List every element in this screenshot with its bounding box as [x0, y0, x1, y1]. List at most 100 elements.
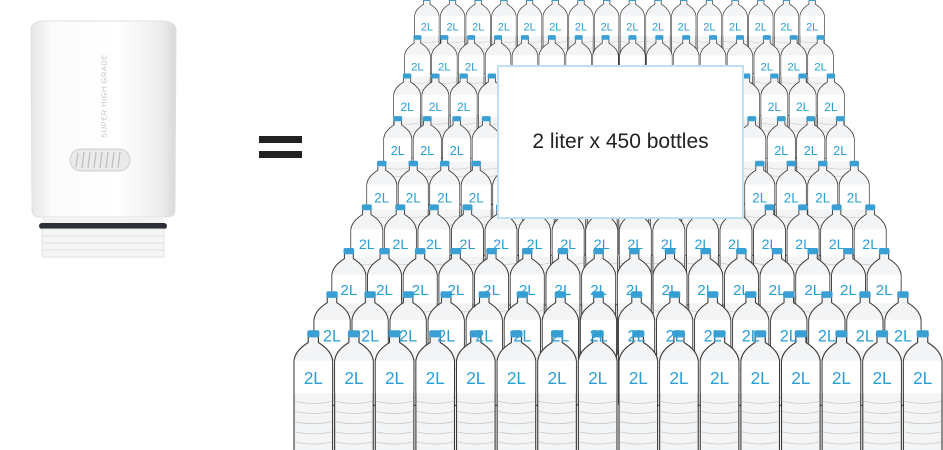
- bottle-label: [543, 15, 568, 37]
- bottle-cap: [628, 247, 640, 255]
- bottle-label-text: 2L: [814, 62, 827, 74]
- bottle-label-text: 2L: [652, 21, 664, 33]
- bottle-label: [594, 15, 619, 37]
- bottle-cap: [745, 291, 757, 298]
- bottle-cap: [550, 330, 564, 338]
- bottle-cap: [431, 73, 440, 79]
- bottle-label: [394, 94, 421, 118]
- bottle-label-text: 2L: [824, 100, 838, 114]
- water-filter-cartridge: SUPER HIGH GRADE: [28, 18, 183, 263]
- bottle-label-text: 2L: [524, 21, 536, 33]
- bottle-cap: [843, 247, 854, 255]
- bottle-label: [620, 15, 645, 37]
- bottle-label-text: 2L: [385, 368, 405, 388]
- bottle-cap: [402, 291, 414, 298]
- bottle-label: [405, 55, 430, 77]
- bottle-label: [903, 360, 942, 394]
- bottle-label-text: 2L: [856, 328, 874, 346]
- bottle-cap: [831, 204, 842, 211]
- bottle-label-text: 2L: [601, 21, 613, 33]
- bottle-label-text: 2L: [304, 368, 324, 388]
- bottle-cap: [554, 291, 567, 298]
- bottle-cap: [875, 330, 889, 338]
- bottle-label-text: 2L: [475, 328, 493, 346]
- bottle-cap: [835, 330, 848, 338]
- water-bottle: [458, 35, 485, 117]
- bottle-label: [517, 15, 542, 37]
- bottle-label-text: 2L: [847, 191, 862, 206]
- bottle-label-text: 2L: [323, 328, 341, 346]
- bottle-label-text: 2L: [400, 100, 414, 114]
- bottle-label: [472, 138, 500, 162]
- bottle-cap: [798, 73, 807, 79]
- bottle-label-text: 2L: [628, 328, 646, 346]
- bottle-cap: [818, 160, 828, 167]
- bottle-cap: [422, 116, 432, 122]
- bottle-label-text: 2L: [446, 21, 458, 33]
- bottle-label: [440, 15, 465, 37]
- bottle-label-text: 2L: [796, 100, 810, 114]
- bottle-label: [497, 360, 536, 394]
- bottle-label: [450, 94, 477, 118]
- bottle-label: [335, 360, 373, 394]
- bottle-label-text: 2L: [733, 282, 750, 299]
- bottle-label: [569, 15, 593, 37]
- bottle-label-text: 2L: [437, 328, 455, 346]
- bottle-label: [367, 184, 397, 210]
- bottle-label-text: 2L: [589, 328, 607, 346]
- bottle-label-text: 2L: [626, 282, 643, 299]
- bottle-label: [697, 15, 722, 37]
- bottle-cap: [756, 0, 765, 1]
- bottle-label-text: 2L: [420, 144, 434, 158]
- bottle-cap: [364, 291, 376, 298]
- bottle-cap: [762, 35, 771, 40]
- bottle-label: [458, 55, 484, 77]
- bottle-label-text: 2L: [751, 368, 771, 388]
- bottle-label-text: 2L: [465, 62, 478, 74]
- bottle-label-text: 2L: [429, 100, 443, 114]
- bottle-label-text: 2L: [437, 191, 452, 206]
- water-bottle: [293, 330, 334, 450]
- callout-text: 2 liter x 450 bottles: [532, 130, 709, 153]
- bottle-cap: [664, 247, 676, 255]
- bottle-label: [422, 94, 449, 118]
- bottle-label: [808, 55, 833, 77]
- bottle-cap: [741, 73, 751, 79]
- bottle-cap: [713, 330, 726, 338]
- bottle-label-text: 2L: [513, 328, 531, 346]
- bottle-label-text: 2L: [507, 368, 527, 388]
- bottle-cap: [459, 73, 468, 79]
- bottle-label-text: 2L: [913, 368, 933, 388]
- bottle-label: [416, 360, 454, 394]
- bottle-cap: [347, 330, 361, 338]
- bottle-label: [797, 138, 825, 162]
- bottle-label-text: 2L: [498, 21, 510, 33]
- bottle-cap: [770, 73, 779, 79]
- bottle-cap: [462, 204, 473, 211]
- bottle-label-text: 2L: [791, 368, 811, 388]
- bottle-label: [443, 138, 471, 162]
- bottle-label-text: 2L: [469, 191, 484, 206]
- bottle-label-text: 2L: [833, 144, 847, 158]
- bottle-cap: [591, 330, 604, 338]
- bottle-label-text: 2L: [760, 62, 773, 74]
- bottle-label-text: 2L: [588, 368, 608, 388]
- bottle-cap: [388, 330, 401, 338]
- bottle-cap: [440, 160, 450, 167]
- bottle-label-text: 2L: [806, 21, 818, 33]
- bottle-label: [839, 184, 869, 210]
- equals-bar-top: [259, 136, 302, 143]
- water-bottle: [577, 330, 618, 450]
- bottle-cap: [776, 116, 786, 122]
- bottle-label-text: 2L: [815, 191, 830, 206]
- bottle-cap: [520, 35, 529, 40]
- bottle-label-text: 2L: [755, 21, 767, 33]
- bottle-label-text: 2L: [344, 368, 364, 388]
- bottle-row: [293, 330, 943, 450]
- bottle-cap: [448, 0, 457, 1]
- bottle-cap: [393, 116, 403, 122]
- water-bottle: [821, 330, 862, 450]
- bottle-cap: [878, 247, 890, 255]
- bottle-cap: [423, 0, 431, 1]
